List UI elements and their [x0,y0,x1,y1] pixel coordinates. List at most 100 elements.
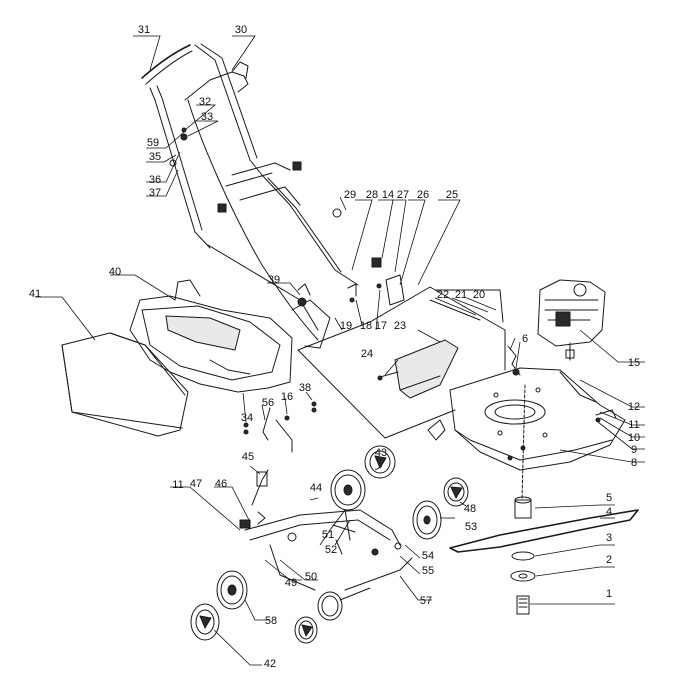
spring-rod [262,407,271,441]
bail-lever [184,71,249,101]
callout-40: 40 [109,266,121,278]
flat-washer [510,570,536,582]
callout-28: 28 [366,189,378,201]
callout-9: 9 [631,444,637,456]
callout-17: 17 [375,320,387,332]
callout-2: 2 [606,554,612,566]
callout-57: 57 [420,595,432,607]
callout-19: 19 [340,320,352,332]
callout-37: 37 [149,187,161,199]
grass-bag [61,332,189,437]
callout-53: 53 [465,521,477,533]
blade-stack [449,384,639,615]
blade-bolt [516,595,530,615]
blade [449,509,639,553]
handle-assembly [141,43,405,349]
callout-25: 25 [446,189,458,201]
handle-mount [291,299,331,349]
mower-deck [427,345,626,471]
callout-27: 27 [397,189,409,201]
blade-adapter [514,499,532,519]
callout-5: 5 [606,492,612,504]
callout-29: 29 [344,189,356,201]
wheel-42 [190,603,220,641]
wheel-43 [364,445,396,479]
callout-21: 21 [455,289,467,301]
callout-11: 11 [172,479,183,491]
callout-36: 36 [149,174,161,186]
wheel-53 [412,500,442,540]
wheel-48 [443,477,469,507]
callout-22: 22 [437,289,449,301]
grass-catcher [61,279,293,437]
cable-clip [292,161,302,171]
callout-38: 38 [299,382,311,394]
deck-body [449,367,626,471]
callout-18: 18 [360,320,372,332]
callout-49: 49 [285,577,297,589]
callout-layer: 1234568910111112141516171819202122232425… [29,24,640,670]
callout-39: 39 [268,274,280,286]
callout-1: 1 [606,588,612,600]
callout-42: 42 [264,658,276,670]
handle-bracket [385,274,405,306]
callout-24: 24 [361,348,373,360]
frame-lines [297,286,506,439]
wheel-58 [216,570,248,610]
small-parts [243,283,343,555]
callout-45: 45 [242,451,254,463]
callout-30: 30 [235,24,247,36]
control-cable [187,99,319,341]
handle-crossbar [231,162,291,176]
callout-14: 14 [382,189,394,201]
grip-bar [141,44,191,79]
rear-flap-cover [394,339,459,399]
callout-10: 10 [628,432,640,444]
callout-41: 41 [29,288,41,300]
callout-54: 54 [422,550,434,562]
callout-23: 23 [394,320,406,332]
deck-opening [484,399,546,425]
callout-12: 12 [628,401,640,413]
wheel-57 [294,591,343,644]
handle-knob [332,208,342,218]
leader-lines [35,35,645,666]
drive-gear [256,471,268,487]
rear-flap [377,339,459,399]
callout-33: 33 [201,111,213,123]
callout-48: 48 [464,503,476,515]
callout-43: 43 [375,447,387,459]
upper-handle-left [149,87,211,249]
wheels-and-axles [190,445,469,644]
engine [537,279,606,361]
callout-56: 56 [262,397,274,409]
washer [511,551,535,561]
callout-52: 52 [325,544,337,556]
callout-20: 20 [473,289,485,301]
callout-34: 34 [241,412,253,424]
upper-handle-right [194,44,263,176]
callout-59: 59 [147,137,159,149]
callout-35: 35 [149,151,161,163]
callout-31: 31 [138,24,150,36]
callout-3: 3 [606,532,612,544]
callout-44: 44 [310,482,322,494]
callout-47: 47 [190,478,202,490]
callout-58: 58 [265,615,277,627]
callout-51: 51 [322,529,334,541]
callout-32: 32 [199,96,211,108]
callout-6: 6 [522,333,528,345]
callout-15: 15 [628,357,640,369]
engine-body [537,279,606,347]
callout-26: 26 [417,189,429,201]
callout-50: 50 [305,571,317,583]
wheel-44 [330,469,366,511]
callout-11: 11 [628,419,639,431]
callout-16: 16 [281,391,293,403]
cable-clip-2 [371,257,382,268]
rear-axle [244,509,401,546]
callout-8: 8 [631,457,637,469]
callout-55: 55 [422,565,434,577]
